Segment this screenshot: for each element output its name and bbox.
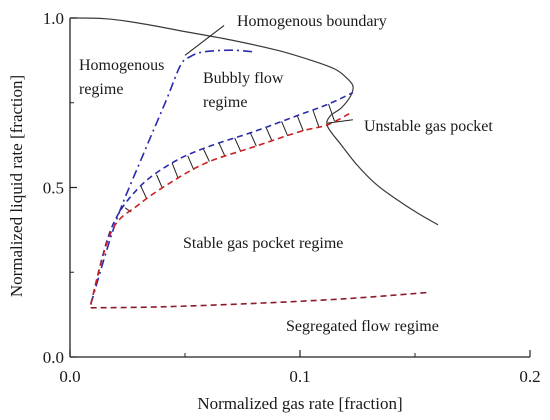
y-axis-title: Normalized liquid rate [fraction] — [7, 75, 26, 297]
annotation-homogenous-boundary: Homogenous boundary — [237, 13, 387, 30]
hatch-line — [140, 185, 148, 200]
hatch-line — [202, 148, 210, 162]
x-axis-title: Normalized gas rate [fraction] — [197, 394, 402, 413]
annotation-segregated: Segregated flow regime — [286, 318, 439, 335]
y-tick-label: 0.0 — [43, 348, 64, 367]
unstable-region-hatching — [124, 103, 335, 213]
annotation-homogenous-regime-1: Homogenous — [79, 57, 164, 74]
ticks: 0.0 0.1 0.2 0.0 0.5 1.0 — [43, 9, 541, 386]
hatch-line — [156, 174, 163, 189]
hatch-line — [187, 155, 195, 170]
homogenous-boundary-leader — [184, 25, 225, 56]
series-layer — [69, 17, 439, 309]
series-homogenous-boundary — [89, 49, 255, 305]
hatch-line — [249, 132, 257, 147]
annotation-bubbly-2: regime — [203, 94, 247, 111]
series-outer-boundary — [69, 17, 439, 226]
hatch-line — [281, 121, 289, 136]
hatch-line — [218, 142, 226, 157]
y-tick-label: 1.0 — [43, 9, 64, 28]
series-unstable-upper — [89, 91, 354, 305]
annotation-homogenous-regime-2: regime — [79, 81, 123, 98]
x-tick-label: 0.0 — [59, 367, 80, 386]
hatch-line — [312, 109, 320, 128]
y-tick-label: 0.5 — [43, 179, 64, 198]
series-unstable-lower — [89, 112, 351, 305]
annotation-stable: Stable gas pocket regime — [183, 235, 343, 252]
x-tick-label: 0.1 — [289, 367, 310, 386]
hatch-line — [265, 126, 273, 142]
annotation-unstable: Unstable gas pocket — [364, 118, 493, 135]
x-tick-label: 0.2 — [519, 367, 540, 386]
hatch-line — [296, 115, 304, 131]
annotation-bubbly-1: Bubbly flow — [203, 70, 284, 87]
series-segregated-boundary — [90, 291, 427, 309]
hatch-line — [328, 103, 335, 122]
hatch-line — [234, 137, 242, 152]
unstable-leader — [327, 119, 353, 124]
hatch-line — [171, 162, 179, 179]
